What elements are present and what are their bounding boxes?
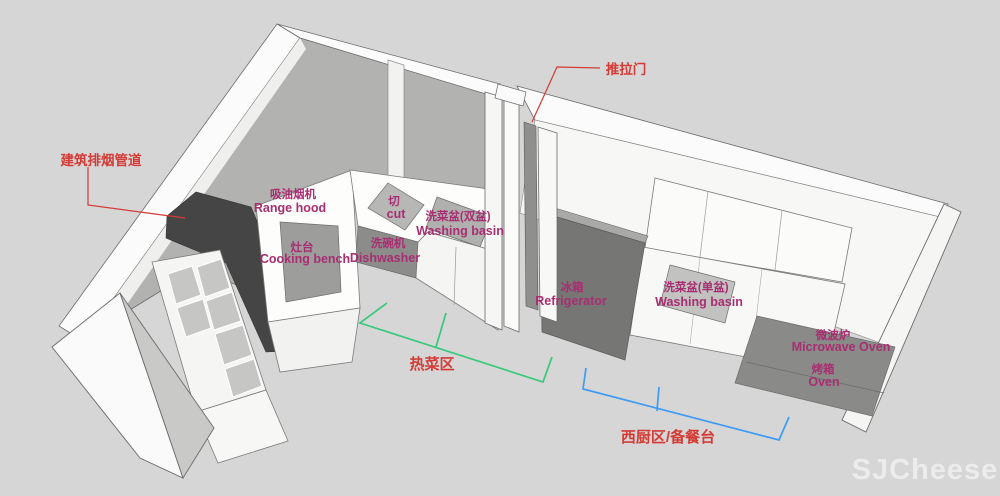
back-wall-pilaster: [387, 59, 405, 183]
fridge-label-zh: 冰箱: [561, 280, 584, 294]
cut-label-en: cut: [387, 207, 407, 221]
zone-markers: 热菜区 西厨区/备餐台: [358, 302, 790, 446]
range-hood-label-zh: 吸油烟机: [270, 187, 316, 201]
center-counter-run: [255, 169, 499, 373]
microwave-label-zh: 微波炉: [815, 328, 851, 342]
cutting-board: [367, 182, 425, 231]
cooktop-label-en: Cooking bench: [260, 252, 350, 266]
hot-zone-bracket-tick: [435, 312, 447, 348]
tower-seam: [745, 361, 885, 394]
appliance-tower: [734, 315, 896, 417]
cabinet-seam: [453, 246, 457, 306]
west-zone-bracket: [582, 367, 790, 442]
cooktop-surface: [279, 221, 342, 303]
cabinet-seam: [699, 190, 709, 258]
right-upper-cabinets: [644, 177, 853, 283]
dishwasher-label-en: Dishwasher: [350, 251, 420, 265]
duct-leader-line: [87, 167, 186, 219]
island-block-right-face: [119, 292, 215, 480]
range-hood-label-en: Range hood: [254, 201, 326, 215]
west-zone-label: 西厨区/备餐台: [621, 428, 715, 446]
door-leader-line: [531, 66, 601, 123]
cut-label-zh: 切: [388, 195, 400, 208]
door-frame-column: [537, 126, 558, 323]
double-basin-label-zh: 洗菜盆(双盆): [425, 209, 490, 223]
oven-label-zh: 烤箱: [812, 362, 835, 376]
single-basin-label-zh: 洗菜盆(单盆): [663, 280, 728, 294]
left-wing: [51, 23, 501, 480]
base-cabinet-fronts: [195, 389, 289, 464]
cooktop-cabinet-fronts: [267, 307, 361, 373]
cooktop-label-zh: 灶台: [291, 240, 314, 254]
annotations: 建筑排烟管道 推拉门 吸油烟机 Range hood 灶台 Cooking be…: [60, 61, 891, 389]
hot-zone-bracket: [358, 302, 553, 384]
dishwasher-label-zh: 洗碗机: [371, 236, 406, 250]
fridge-label-en: Refrigerator: [535, 294, 607, 308]
right-wing: [484, 83, 962, 433]
sliding-door-label: 推拉门: [606, 61, 647, 77]
oven-label-en: Oven: [808, 375, 839, 389]
watermark: SJCheese: [852, 454, 999, 486]
door-lintel: [494, 83, 527, 107]
hot-zone-label: 热菜区: [409, 355, 454, 373]
single-basin-sink: [659, 264, 736, 324]
single-basin-label-en: Washing basin: [655, 295, 743, 309]
cabinet-seam: [774, 209, 783, 271]
double-basin-label-en: Washing basin: [416, 224, 504, 238]
sliding-door-panel: [523, 121, 539, 311]
door-frame-column: [503, 93, 520, 333]
duct-callout-label: 建筑排烟管道: [60, 152, 142, 168]
shelf-cells: [167, 258, 263, 398]
microwave-label-en: Microwave Oven: [792, 340, 891, 354]
west-zone-bracket-tick: [656, 386, 660, 412]
